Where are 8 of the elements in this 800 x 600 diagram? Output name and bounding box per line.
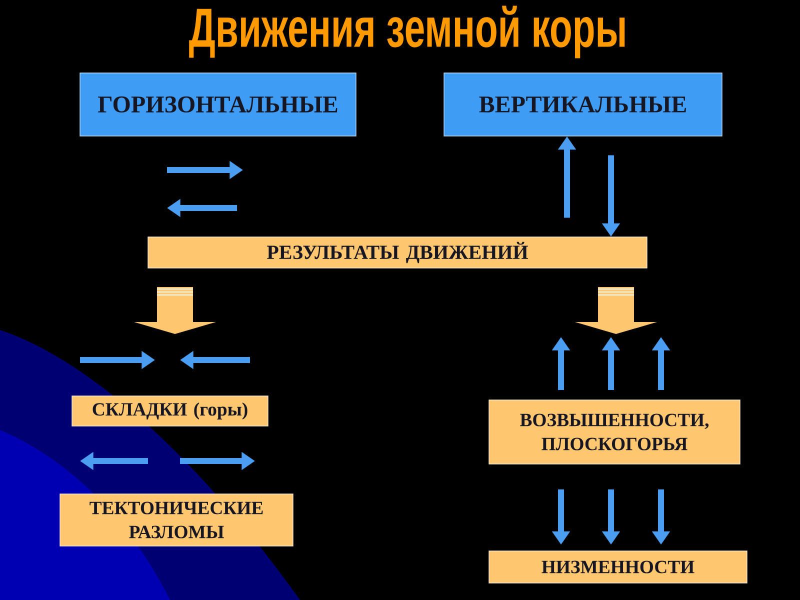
title: Движения земной коры <box>189 6 625 58</box>
result-box: РЕЗУЛЬТАТЫ ДВИЖЕНИЙ <box>148 236 648 268</box>
result-box: СКЛАДКИ (горы) <box>72 396 268 426</box>
result-box: ТЕКТОНИЧЕСКИЕ РАЗЛОМЫ <box>60 494 294 546</box>
category-box: ВЕРТИКАЛЬНЫЕ <box>444 72 722 136</box>
category-box: ГОРИЗОНТАЛЬНЫЕ <box>80 72 356 136</box>
result-box: ВОЗВЫШЕННОСТИ, ПЛОСКОГОРЬЯ <box>488 400 740 464</box>
result-box: НИЗМЕННОСТИ <box>488 550 748 584</box>
